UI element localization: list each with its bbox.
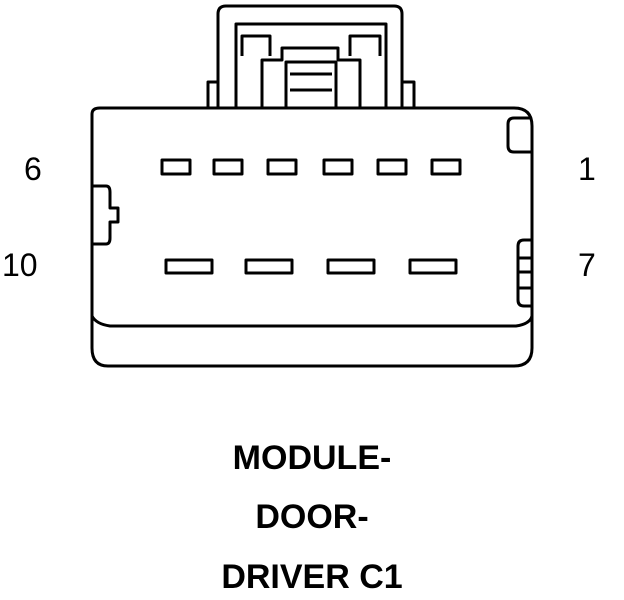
latch-outer-shoulders xyxy=(206,80,416,108)
pin-cavity-4 xyxy=(266,158,298,176)
pin-row-bottom xyxy=(164,258,458,275)
left-key-notch xyxy=(92,184,120,246)
pin-cavity-6 xyxy=(160,158,192,176)
caption-line-2: DOOR- xyxy=(255,498,369,536)
pin-label-10: 10 xyxy=(2,247,38,283)
connector-housing xyxy=(90,106,534,368)
pin-cavity-10 xyxy=(164,258,214,275)
latch-inner-step xyxy=(240,34,382,56)
pin-cavity-3 xyxy=(322,158,354,176)
caption-line-1: MODULE- xyxy=(232,439,392,477)
pin-cavity-8 xyxy=(326,258,376,275)
pin-cavity-2 xyxy=(376,158,408,176)
latch-outer-frame xyxy=(216,4,404,108)
pin-cavity-9 xyxy=(244,258,294,275)
latch-tongue xyxy=(284,60,338,108)
housing-lower-band xyxy=(90,315,534,328)
latch-tongue-ribs xyxy=(290,72,332,92)
caption-line-3: DRIVER C1 xyxy=(221,558,403,596)
right-lower-ribs xyxy=(516,238,532,308)
pin-label-6: 6 xyxy=(24,151,42,187)
right-upper-tab xyxy=(506,116,532,154)
pin-row-top xyxy=(160,158,462,176)
pin-cavity-5 xyxy=(212,158,244,176)
latch-inner-frame xyxy=(234,22,388,108)
pin-label-1: 1 xyxy=(578,151,596,187)
latch-center-bridge xyxy=(260,46,362,108)
pin-cavity-7 xyxy=(408,258,458,275)
pin-cavity-1 xyxy=(430,158,462,176)
pin-label-7: 7 xyxy=(578,247,596,283)
connector-latch xyxy=(206,4,416,108)
